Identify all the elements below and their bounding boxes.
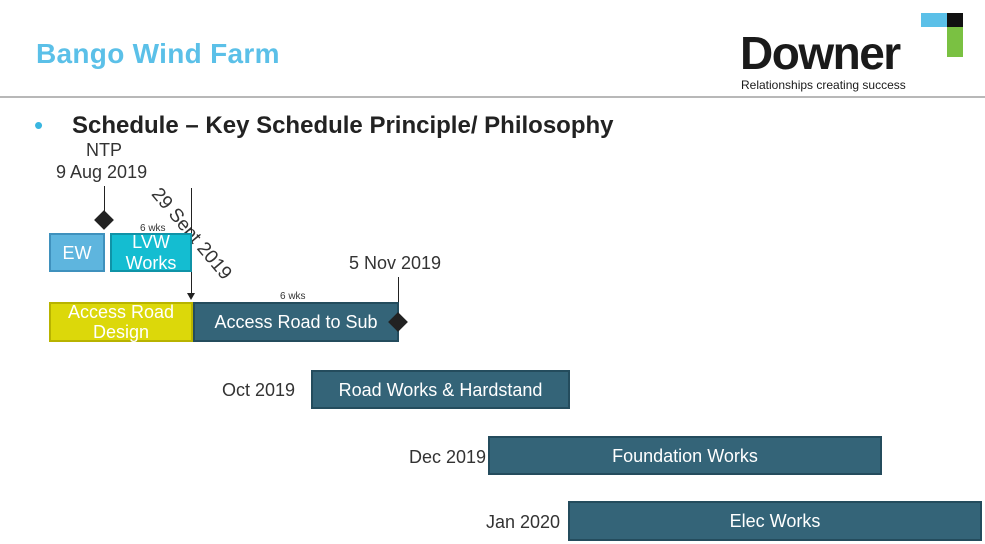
task-elec-works: Elec Works [568,501,982,541]
logo-tagline: Relationships creating success [741,78,906,92]
slide-subtitle: Schedule – Key Schedule Principle/ Philo… [72,112,614,139]
task-elec-label: Elec Works [729,511,821,531]
task-design-label-line2: Design [92,322,150,342]
task-road-works-label: Road Works & Hardstand [338,379,543,400]
task-design-label-line1: Access Road [67,302,175,322]
logo-black-square-icon [947,13,963,27]
task-access-road-to-sub: Access Road to Sub [193,302,399,342]
elec-start-label: Jan 2020 [486,512,561,532]
lvw-duration-label: 6 wks [140,223,166,234]
task-access-road-sub-label: Access Road to Sub [214,312,378,332]
bullet-icon: • [34,110,44,140]
nov-connector-line [398,277,399,317]
task-lvw-works: LVW Works [110,231,192,273]
access-road-duration-label: 6 wks [280,291,306,302]
task-lvw-label-line1: LVW [132,231,170,252]
task-foundation-label: Foundation Works [612,445,758,466]
logo-green-bar-icon [947,27,963,57]
page-title: Bango Wind Farm [36,38,280,69]
task-road-works-hardstand: Road Works & Hardstand [311,370,570,409]
task-ew-label: EW [62,242,92,263]
nov-date-label: 5 Nov 2019 [349,253,442,273]
road-works-start-label: Oct 2019 [222,380,296,400]
header-divider [0,96,985,98]
sept-arrowhead-icon [187,293,195,300]
task-foundation-works: Foundation Works [488,436,882,475]
ntp-date-label: 9 Aug 2019 [56,162,148,182]
task-access-road-design: Access Road Design [49,302,193,342]
task-ew: EW [49,233,105,272]
ntp-milestone-diamond [94,210,114,230]
ntp-label: NTP [86,140,122,160]
ntp-connector-line [104,186,105,214]
task-lvw-label-line2: Works [125,252,177,273]
logo-blue-square-icon [921,13,947,27]
logo-wordmark: Downer [740,27,901,79]
foundation-start-label: Dec 2019 [409,447,487,467]
